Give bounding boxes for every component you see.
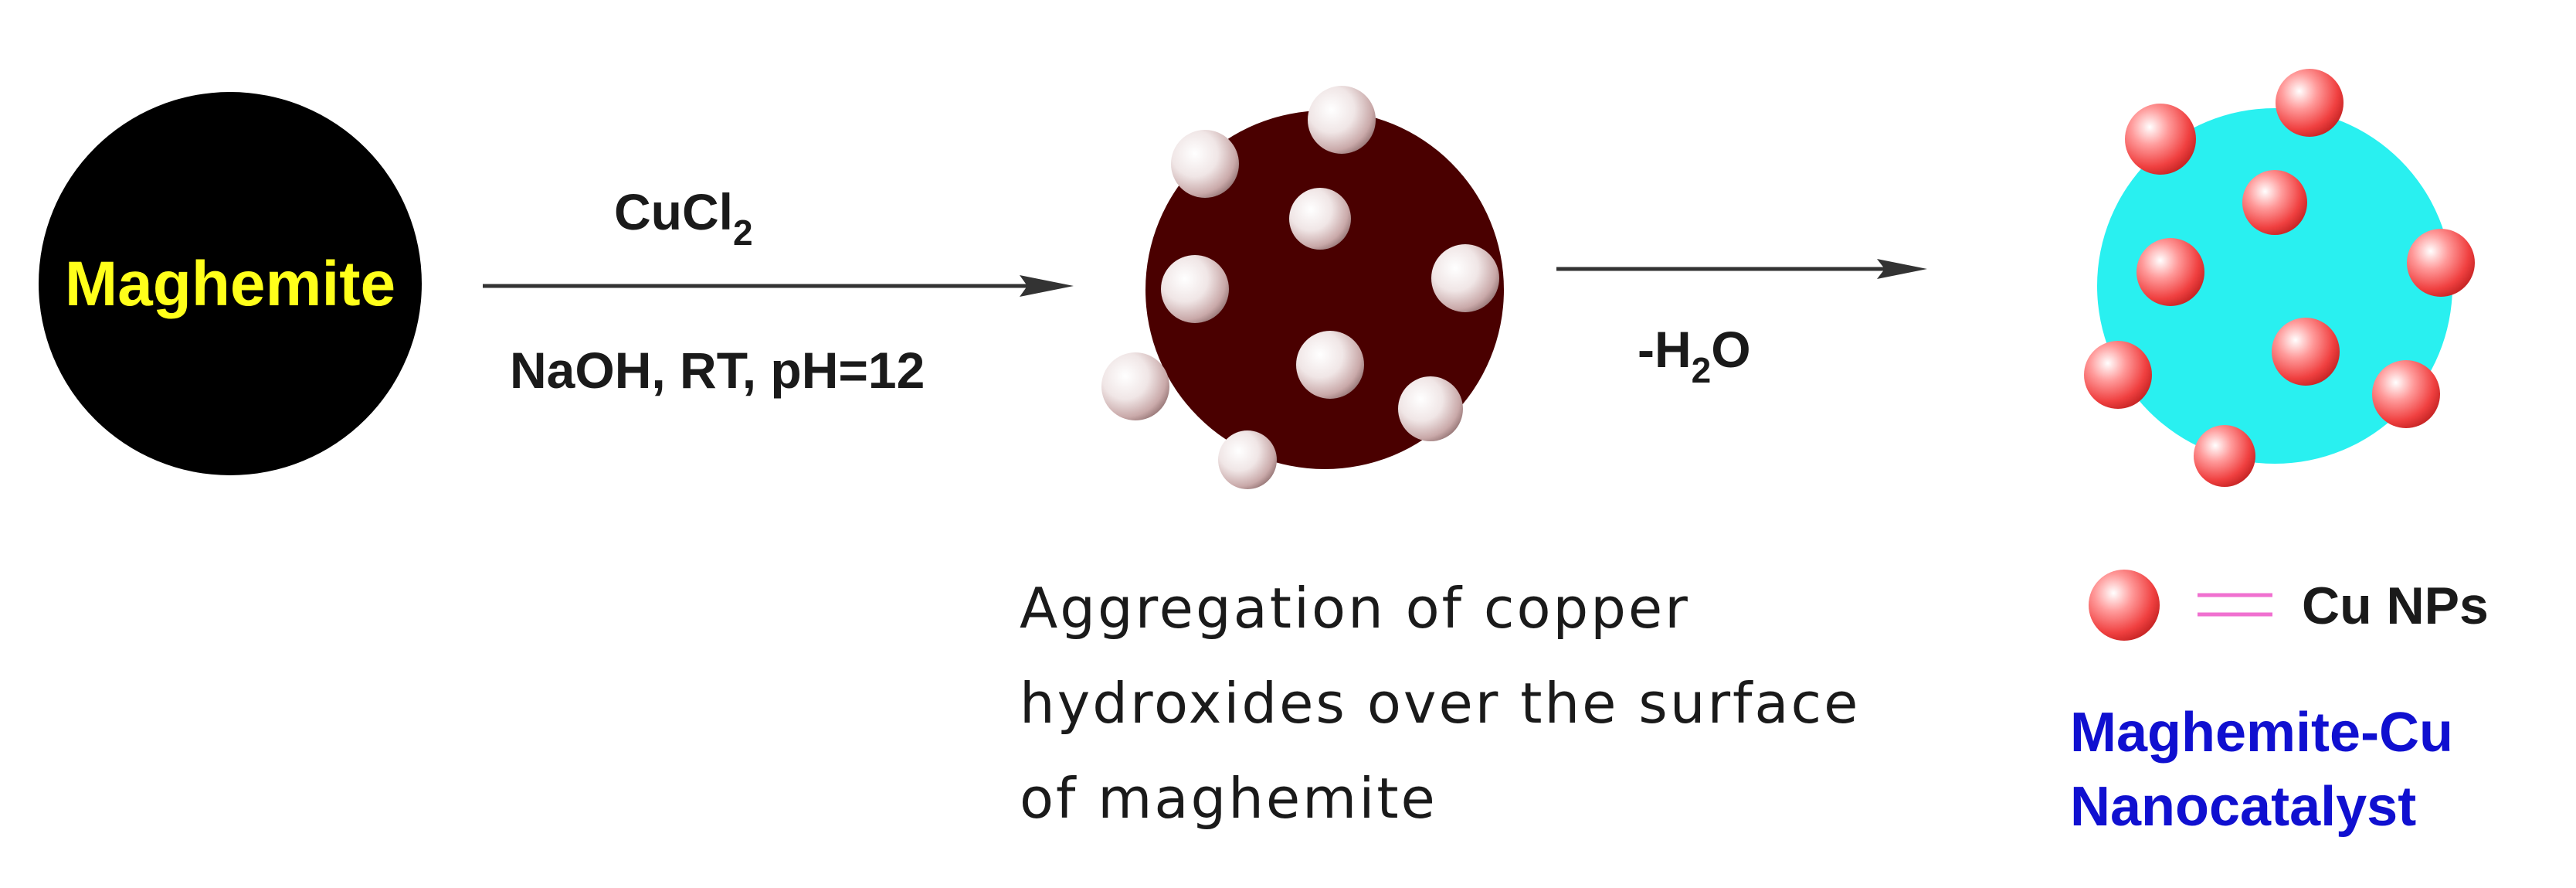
cu-nanoparticle bbox=[2136, 238, 2204, 306]
intermediate-caption-line: hydroxides over the surface bbox=[1020, 671, 1860, 736]
step2-byproduct: -H2O bbox=[1638, 321, 1751, 390]
maghemite-particle: Maghemite bbox=[39, 92, 422, 475]
intermediate-caption-line: Aggregation of copper bbox=[1020, 576, 1690, 641]
legend: Cu NPs bbox=[2089, 570, 2489, 641]
cu-nanoparticles bbox=[2084, 69, 2475, 487]
cu-nanoparticle bbox=[2276, 69, 2344, 137]
product-name-line: Maghemite-Cu bbox=[2070, 702, 2453, 764]
hydroxide-bead bbox=[1431, 244, 1499, 312]
intermediate-caption-line: of maghemite bbox=[1020, 766, 1437, 831]
step2-arrow bbox=[1556, 259, 1927, 279]
legend-cu-np-icon bbox=[2089, 570, 2160, 641]
maghemite-label: Maghemite bbox=[65, 249, 395, 319]
hydroxide-bead bbox=[1308, 86, 1376, 154]
catalyst-core bbox=[2097, 108, 2452, 464]
cu-nanoparticle bbox=[2125, 104, 2196, 175]
hydroxide-core bbox=[1145, 111, 1504, 469]
catalyst-particle bbox=[2084, 69, 2475, 487]
product-name: Maghemite-Cu Nanocatalyst bbox=[2070, 702, 2469, 838]
cu-nanoparticle bbox=[2407, 229, 2475, 297]
hydroxide-beads bbox=[1101, 86, 1499, 489]
step1-arrow bbox=[483, 275, 1074, 297]
legend-equals-sign bbox=[2198, 593, 2272, 617]
cu-nanoparticle bbox=[2272, 318, 2340, 386]
legend-label: Cu NPs bbox=[2302, 577, 2489, 635]
cu-nanoparticle bbox=[2242, 170, 2307, 235]
step1-conditions: NaOH, RT, pH=12 bbox=[510, 342, 925, 399]
step1-reagent: CuCl2 bbox=[614, 183, 753, 253]
hydroxide-bead bbox=[1161, 255, 1229, 323]
hydroxide-bead bbox=[1171, 130, 1239, 198]
product-name-line: Nanocatalyst bbox=[2070, 776, 2416, 838]
hydroxide-bead bbox=[1101, 352, 1169, 420]
hydroxide-bead bbox=[1398, 376, 1463, 441]
cu-nanoparticle bbox=[2372, 360, 2440, 428]
hydroxide-bead bbox=[1296, 331, 1364, 399]
cu-nanoparticle bbox=[2084, 341, 2152, 409]
hydroxide-coated-particle bbox=[1101, 86, 1504, 489]
hydroxide-bead bbox=[1289, 188, 1351, 250]
hydroxide-bead bbox=[1218, 430, 1277, 489]
intermediate-caption: Aggregation of copper hydroxides over th… bbox=[1020, 576, 1880, 831]
cu-nanoparticle bbox=[2194, 425, 2255, 487]
maghemite-core bbox=[39, 92, 422, 475]
